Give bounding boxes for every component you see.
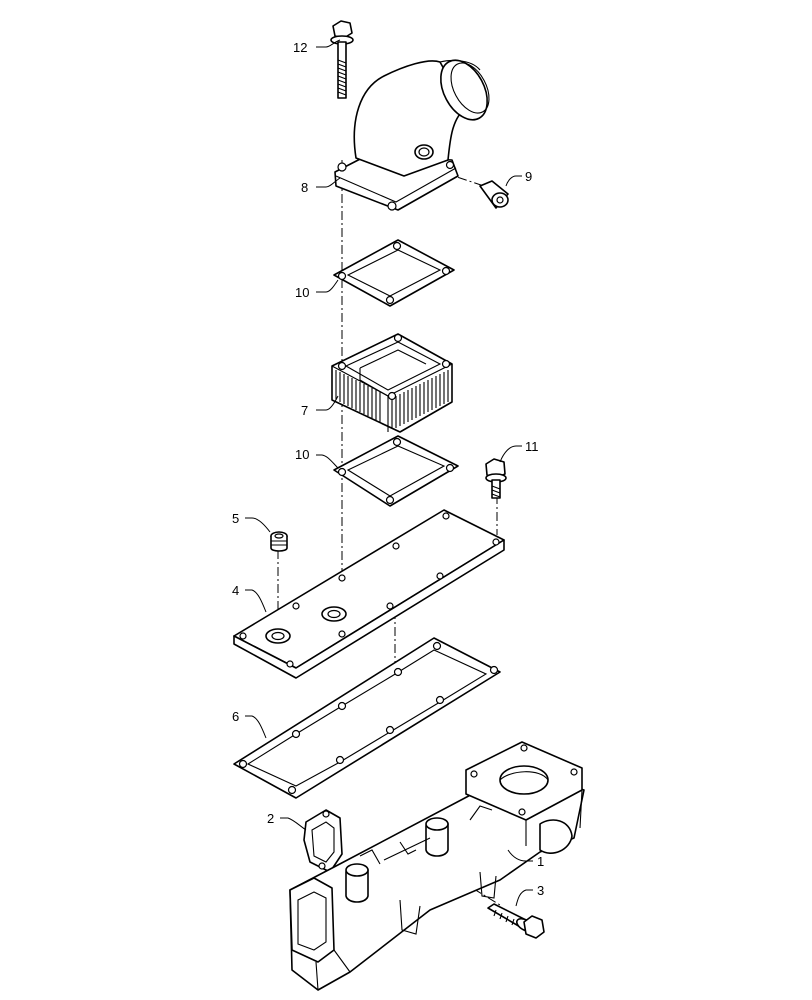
- callout-9: 9: [525, 169, 532, 184]
- part-4-cover-plate: [233, 509, 505, 679]
- callout-6: 6: [232, 709, 239, 724]
- callout-labels: 12 8 9 10 7 10 11 5 4 6 2 1 3: [232, 40, 544, 898]
- callout-12: 12: [293, 40, 307, 55]
- part-11-short-bolt: [485, 458, 507, 499]
- callout-5: 5: [232, 511, 239, 526]
- part-8-elbow: [334, 59, 490, 211]
- callout-10-lower: 10: [295, 447, 309, 462]
- part-12-bolt: [330, 20, 354, 99]
- part-6-gasket: [233, 637, 501, 799]
- callout-3: 3: [537, 883, 544, 898]
- callout-4: 4: [232, 583, 239, 598]
- part-5-insert: [270, 531, 288, 552]
- part-9-plug: [479, 180, 509, 209]
- part-1-manifold: [289, 741, 585, 991]
- callout-11: 11: [525, 439, 539, 454]
- part-10-upper-gasket: [333, 239, 455, 307]
- part-7-spacer-block: [331, 333, 453, 433]
- callout-8: 8: [301, 180, 308, 195]
- callout-leaders: [245, 39, 533, 907]
- callout-10-upper: 10: [295, 285, 309, 300]
- part-2-port-gasket: [303, 809, 343, 873]
- callout-2: 2: [267, 811, 274, 826]
- part-3-bolt: [487, 903, 545, 939]
- part-10-lower-gasket: [333, 435, 459, 507]
- callout-7: 7: [301, 403, 308, 418]
- callout-1: 1: [537, 854, 544, 869]
